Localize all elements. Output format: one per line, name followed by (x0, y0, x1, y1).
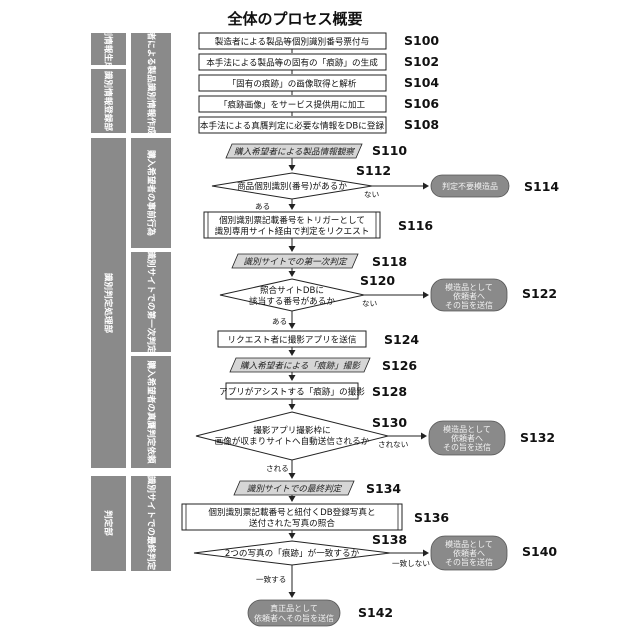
decision-text-s130-1: 撮影アプリ撮影枠に (253, 424, 330, 436)
branch-label-yes-s130: される (266, 464, 289, 473)
step-code-s114: S114 (524, 179, 559, 194)
step-code-s100: S100 (404, 33, 439, 48)
process-text-s106: 「痕跡画像」をサービス提供用に加工 (219, 99, 366, 111)
step-code-s124: S124 (384, 332, 419, 347)
step-code-s120: S120 (360, 273, 395, 288)
step-code-s138: S138 (372, 532, 407, 547)
subsection-label-c2: 識別サイトでの第一次判定 (146, 250, 158, 354)
branch-label-no-s130: されない (378, 440, 408, 449)
terminal-text-s132-3: その旨を送信 (443, 442, 491, 452)
subsection-label-a: 製造者による製品識別情報作成登録 (146, 13, 158, 152)
terminal-text-s140-2: 依頼者へ (453, 548, 485, 558)
step-code-s130: S130 (372, 415, 407, 430)
process-text-s102: 本手法による製品等の固有の「痕跡」の生成 (206, 57, 378, 69)
step-code-s126: S126 (382, 358, 417, 373)
decision-text-s112: 商品個別識別(番号)があるか (237, 180, 347, 192)
terminal-text-s142-2: 依頼者へその旨を送信 (254, 613, 334, 623)
subsection-label-c3: 購入希望者の真贋判定依頼 (146, 359, 158, 464)
step-code-s102: S102 (404, 54, 439, 69)
subsection-label-c1: 購入希望者の事前行為 (146, 149, 158, 236)
process-text-s136-1: 個別識別票記載番号と紐付くDB登録写真と (208, 506, 375, 518)
decision-text-s120-1: 照合サイトDBに (260, 284, 324, 296)
terminal-text-s114: 判定不要模造品 (442, 181, 498, 191)
step-code-s128: S128 (372, 384, 407, 399)
terminal-text-s122-3: その旨を送信 (445, 300, 493, 310)
decision-text-s120-2: 該当する番号があるか (249, 295, 335, 307)
process-text-s128: アプリがアシストする「痕跡」の撮影 (219, 386, 365, 398)
branch-label-yes-s112: ある (255, 202, 270, 211)
decision-text-s138: 2つの写真の「痕跡」が一致するか (225, 547, 360, 559)
step-code-s118: S118 (372, 254, 407, 269)
terminal-text-s122-1: 模造品として (445, 282, 493, 292)
step-code-s136: S136 (414, 510, 449, 525)
branch-label-no-s120: ない (362, 299, 377, 308)
process-text-s116-2: 識別専用サイト経由で判定をリクエスト (215, 225, 370, 237)
step-code-s106: S106 (404, 96, 439, 111)
branch-label-no-s138: 一致しない (392, 558, 430, 568)
process-text-s108: 本手法による真贋判定に必要な情報をDBに登録 (200, 120, 385, 132)
input-text-s126: 購入希望者による「痕跡」撮影 (240, 361, 361, 372)
subsection-label-d: 識別サイトでの最終判定 (146, 476, 158, 571)
process-text-s104: 「固有の痕跡」の画像取得と解析 (228, 78, 357, 90)
decision-text-s130-2: 画像が収まりサイトへ自動送信されるか (215, 435, 370, 447)
branch-label-yes-s120: ある (272, 317, 287, 326)
step-code-s108: S108 (404, 117, 439, 132)
diagram-title: 全体のプロセス概要 (226, 10, 362, 28)
terminal-text-s142-1: 真正品として (270, 603, 318, 613)
step-code-s104: S104 (404, 75, 439, 90)
input-text-s118: 識別サイトでの第一次判定 (243, 257, 348, 268)
step-code-s116: S116 (398, 218, 433, 233)
terminal-text-s132-1: 模造品として (443, 424, 491, 434)
step-code-s112: S112 (356, 163, 391, 178)
section-label-d: 判定部 (103, 510, 115, 536)
process-text-s136-2: 送付された写真の照合 (249, 517, 335, 529)
input-text-s134: 識別サイトでの最終判定 (247, 484, 343, 495)
section-label-b: 識別情報登録部 (103, 71, 115, 132)
step-code-s140: S140 (522, 544, 557, 559)
process-text-s116-1: 個別識別票記載番号をトリガーとして (219, 214, 365, 226)
step-code-s110: S110 (372, 143, 407, 158)
branch-label-yes-s138: 一致する (256, 574, 286, 584)
terminal-text-s140-1: 模造品として (445, 539, 493, 549)
section-label-c: 識別判定処理部 (103, 273, 115, 334)
process-text-s124: リクエスト者に撮影アプリを送信 (228, 334, 357, 346)
decision-shape-s130 (196, 412, 388, 460)
input-text-s110: 購入希望者による製品情報観察 (234, 147, 355, 158)
step-code-s122: S122 (522, 286, 557, 301)
process-text-s100: 製造者による製品等個別識別番号票付与 (215, 36, 369, 48)
terminal-text-s140-3: その旨を送信 (445, 557, 493, 567)
terminal-text-s122-2: 依頼者へ (453, 291, 485, 301)
branch-label-no-s112: ない (364, 190, 379, 199)
step-code-s142: S142 (358, 605, 393, 620)
step-code-s132: S132 (520, 430, 555, 445)
step-code-s134: S134 (366, 481, 401, 496)
terminal-text-s132-2: 依頼者へ (451, 433, 483, 443)
